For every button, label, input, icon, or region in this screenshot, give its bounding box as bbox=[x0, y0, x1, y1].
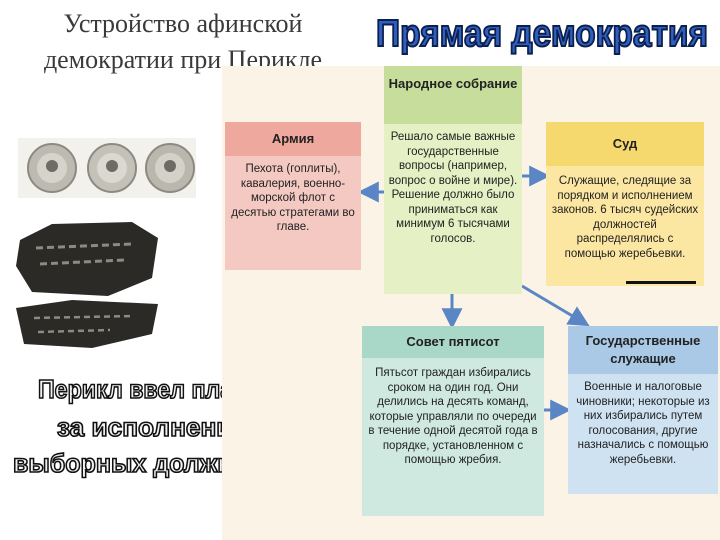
slide-title: Устройство афинской демократии при Перик… bbox=[43, 9, 323, 74]
ancient-coins-image bbox=[18, 138, 196, 198]
headline-text: Прямая демократия bbox=[376, 13, 708, 55]
headline: Прямая демократия bbox=[375, 12, 709, 56]
pericles-note-line: за исполнение bbox=[57, 412, 247, 442]
officials-box: Государственные служащие Военные и налог… bbox=[568, 326, 718, 494]
assembly-title: Народное собрание bbox=[384, 66, 522, 124]
army-text: Пехота (гоплиты), кавалерия, военно-морс… bbox=[231, 163, 355, 233]
court-title: Суд bbox=[546, 122, 704, 166]
arrow-assembly-officials bbox=[521, 284, 590, 327]
court-box: Суд Служащие, следящие за порядком и исп… bbox=[546, 122, 704, 286]
underline-mark bbox=[626, 281, 696, 284]
coin-icon bbox=[87, 143, 137, 193]
council-text: Пятьсот граждан избирались сроком на оди… bbox=[368, 367, 538, 466]
ostracon-shard-image bbox=[12, 218, 162, 300]
council-box: Совет пятисот Пятьсот граждан избирались… bbox=[362, 326, 544, 516]
assembly-box: Народное собрание Решало самые важные го… bbox=[384, 66, 522, 294]
coin-icon bbox=[145, 143, 195, 193]
assembly-text: Решало самые важные государственные вопр… bbox=[388, 131, 518, 245]
officials-text: Военные и налоговые чиновники; некоторые… bbox=[576, 381, 710, 466]
ostracon-shard-image bbox=[12, 298, 162, 350]
officials-title: Государственные служащие bbox=[568, 326, 718, 374]
coin-icon bbox=[27, 143, 77, 193]
court-text: Служащие, следящие за порядком и исполне… bbox=[551, 175, 699, 260]
army-box: Армия Пехота (гоплиты), кавалерия, военн… bbox=[225, 122, 361, 270]
council-title: Совет пятисот bbox=[362, 326, 544, 358]
army-title: Армия bbox=[225, 122, 361, 156]
